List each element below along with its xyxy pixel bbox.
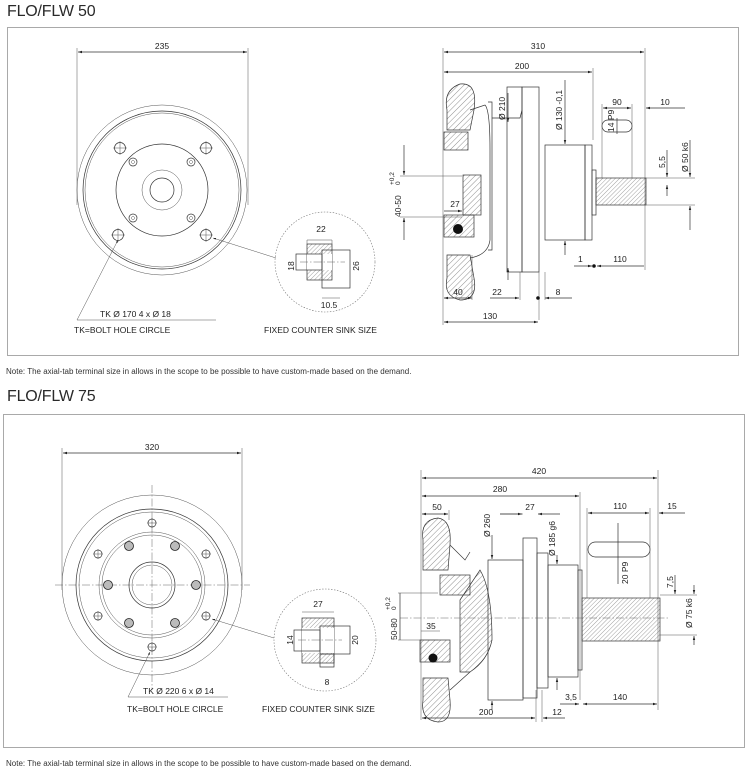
handwheel-rim-top	[422, 517, 451, 571]
note-flo-flw-50: Note: The axial-tab terminal size in all…	[6, 367, 412, 376]
cs-bottom-dim: 10.5	[321, 300, 338, 310]
cs-top-dim: 27	[313, 599, 323, 609]
counter-sink-title: FIXED COUNTER SINK SIZE	[262, 704, 375, 714]
dim-key-depth: 5,5	[657, 156, 667, 168]
dim-hub-27: 27	[450, 199, 460, 209]
bolt-holes	[93, 518, 211, 652]
dim-200: 200	[479, 707, 493, 717]
dim-12: 12	[552, 707, 562, 717]
dim-key-depth: 7,5	[665, 576, 675, 588]
dim-235: 235	[155, 41, 169, 51]
center-bore	[128, 561, 176, 609]
output-shaft	[581, 597, 661, 642]
cs-right-dim: 20	[350, 635, 360, 645]
bolt-circle-spec: TK Ø 220 6 x Ø 14	[143, 686, 214, 696]
dim-key-90: 90	[612, 97, 622, 107]
cs-left-dim: 14	[285, 635, 295, 645]
counter-sink-detail-flo-flw-50: 22 18 26 10.5 FIXED COUNTER SINK SIZE	[264, 211, 377, 335]
bore-tol-lower: 0	[391, 606, 398, 610]
dim-22: 22	[492, 287, 502, 297]
side-view-flo-flw-75: 420 280 50 110 15 20 P9 Ø 75 k6	[385, 466, 697, 723]
handwheel-rim-top	[445, 83, 476, 131]
handwheel-rim-bottom	[445, 254, 476, 301]
note-flo-flw-75: Note: The axial-tab terminal size in all…	[6, 759, 412, 768]
section-title-flo-flw-75: FLO/FLW 75	[7, 388, 96, 405]
drawing-frame-flo-flw-75	[3, 414, 745, 748]
hub-body	[506, 86, 523, 273]
dim-hub-35: 35	[426, 621, 436, 631]
outer-rim	[61, 494, 243, 676]
dim-50: 50	[432, 502, 442, 512]
dim-key-width: 20 P9	[620, 562, 630, 584]
cs-right-dim: 26	[351, 261, 361, 271]
center-bore	[149, 177, 175, 203]
dim-3-5: 3,5	[565, 692, 577, 702]
dim-310: 310	[531, 41, 545, 51]
dim-1: 1	[578, 254, 583, 264]
hub-flange	[115, 143, 209, 237]
dim-key-10: 10	[660, 97, 670, 107]
key-slot	[587, 541, 651, 558]
dim-200: 200	[515, 61, 529, 71]
bore-tol-lower: 0	[395, 181, 402, 185]
counter-sink-title: FIXED COUNTER SINK SIZE	[264, 325, 377, 335]
dim-shaft-dia: Ø 50 k6	[680, 142, 690, 172]
dim-shaft-110: 110	[613, 254, 627, 264]
dim-40: 40	[453, 287, 463, 297]
bolt-holes	[111, 141, 213, 242]
bore-tol-upper: +0,2	[385, 597, 392, 610]
ball-detent	[428, 653, 438, 663]
dim-130: 130	[483, 311, 497, 321]
dim-420: 420	[532, 466, 546, 476]
dim-key-110: 110	[613, 501, 627, 511]
dim-dia-210: Ø 210	[497, 97, 507, 120]
dim-key-width: 14 P9	[606, 110, 616, 132]
dim-bore-range: 50-80	[389, 618, 399, 640]
dim-shaft-140: 140	[613, 692, 627, 702]
dim-320: 320	[145, 442, 159, 452]
screw-holes	[128, 157, 196, 223]
section-title-flo-flw-50: FLO/FLW 50	[7, 3, 96, 20]
outer-rim	[76, 104, 248, 276]
screw-holes	[103, 541, 201, 628]
cs-left-dim: 18	[286, 261, 296, 271]
bore-tol-upper: +0,2	[389, 172, 396, 185]
cs-top-dim: 22	[316, 224, 326, 234]
bolt-circle-legend: TK=BOLT HOLE CIRCLE	[127, 704, 224, 714]
dim-key-15: 15	[667, 501, 677, 511]
dim-bore-range: 40-50	[393, 195, 403, 217]
front-view-flo-flw-50: 235 TK Ø 170 4 x Ø 18 TK=BOLT HOLE CIRCL…	[74, 41, 277, 335]
handwheel-rim-bottom	[422, 677, 451, 723]
bolt-circle-legend: TK=BOLT HOLE CIRCLE	[74, 325, 171, 335]
dim-280: 280	[493, 484, 507, 494]
dim-dia-130: Ø 130 -0,1	[554, 90, 564, 130]
cs-bottom-dim: 8	[325, 677, 330, 687]
counter-sink-detail-flo-flw-75: 27 14 20 8 FIXED COUNTER SINK SIZE	[262, 588, 377, 714]
dim-dia-260: Ø 260	[482, 514, 492, 537]
dim-8: 8	[556, 287, 561, 297]
dim-dia-185: Ø 185 g6	[547, 521, 557, 556]
side-view-flo-flw-50: 310 200 90 10 14 P9 Ø 50 k6 5,	[389, 41, 695, 325]
front-view-flo-flw-75: 320 TK Ø 220 6 x Ø 14 TK=B	[55, 442, 275, 714]
output-shaft	[595, 177, 647, 206]
dim-27: 27	[525, 502, 535, 512]
bolt-circle-spec: TK Ø 170 4 x Ø 18	[100, 309, 171, 319]
ball-detent	[453, 224, 463, 234]
dim-shaft-dia: Ø 75 k6	[684, 598, 694, 628]
